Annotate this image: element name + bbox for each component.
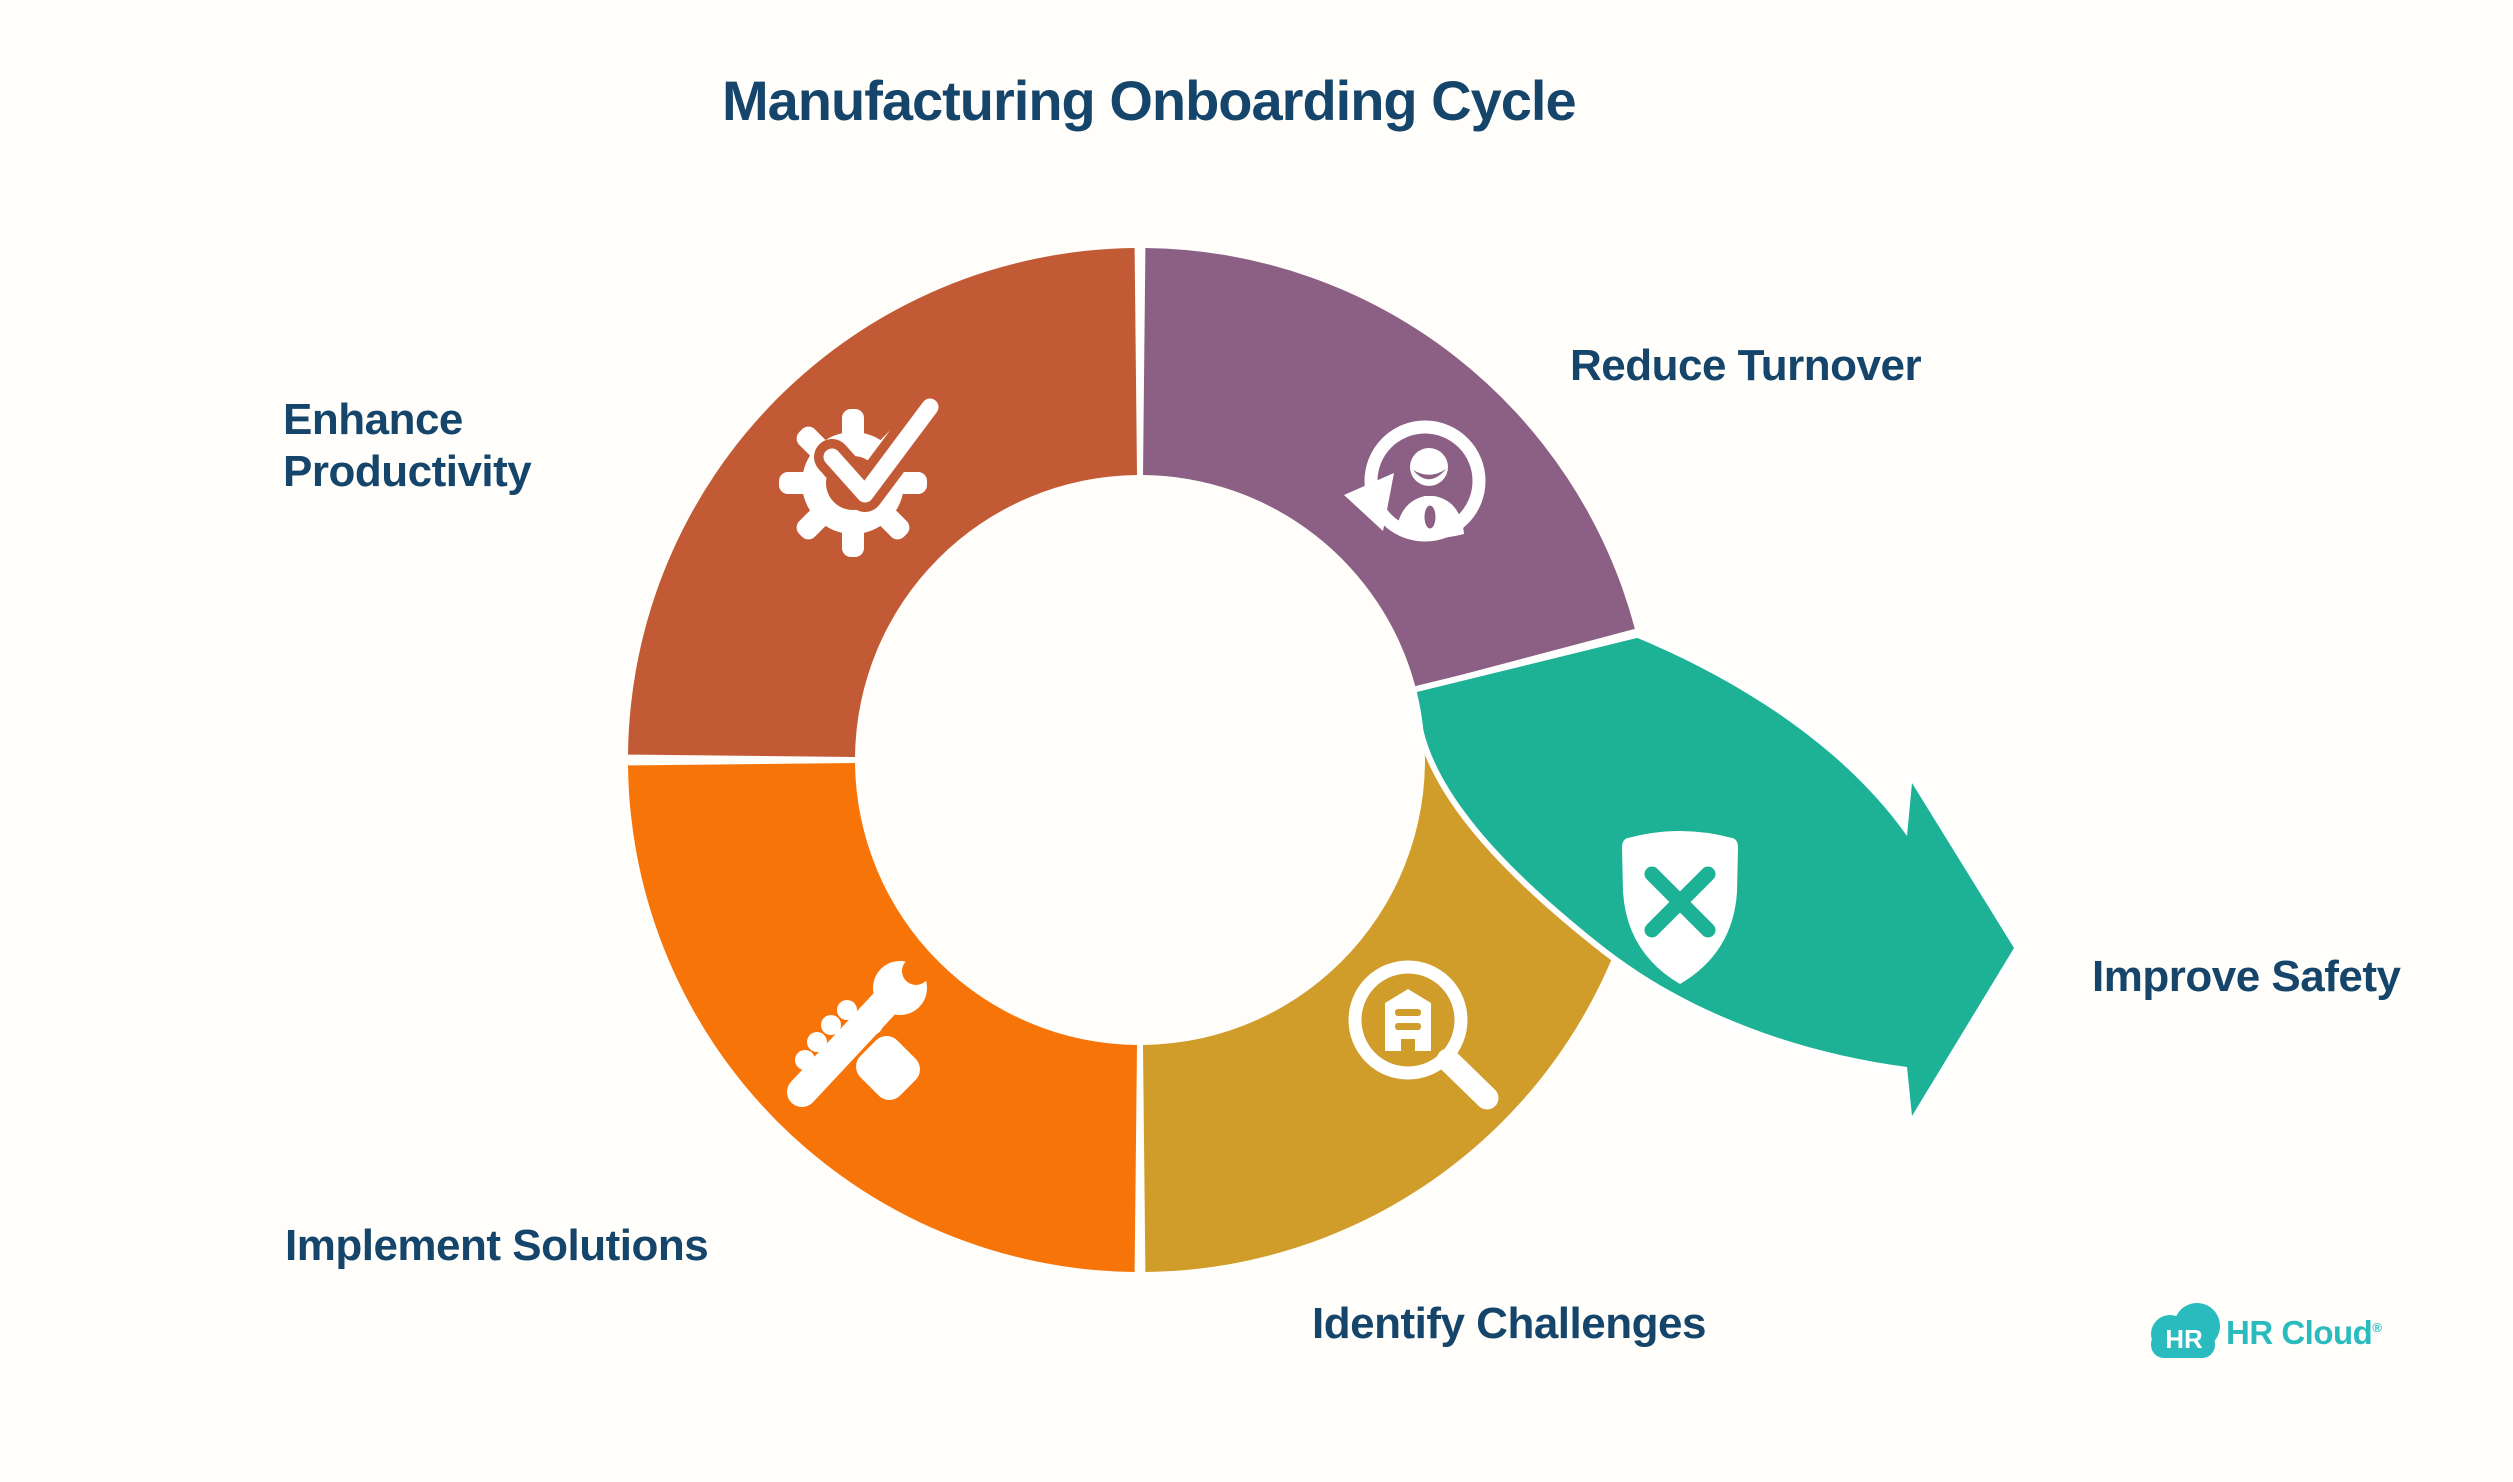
segment-reduce-turnover-arc [1143,248,1635,687]
shield-x-mark [1644,866,1716,938]
person-head [1410,448,1448,486]
wrench-notch [902,957,930,985]
person-refresh-icon [1344,420,1486,542]
cloud-base [2151,1331,2215,1358]
hr-cloud-logo-icon: HR [2151,1303,2220,1358]
magnifier-building-icon [1348,960,1499,1110]
label-identify-challenges: Identify Challenges [1312,1299,1706,1348]
knuckles [795,1000,857,1070]
cloud-hr-text: HR [2165,1324,2203,1354]
hr-cloud-wordmark-text: HR Cloud [2226,1314,2373,1351]
building-window-top [1395,1009,1421,1016]
label-enhance-productivity: Enhance Productivity [283,395,532,496]
building-shape [1385,989,1431,1051]
building-door [1401,1039,1415,1051]
person-smile [1413,469,1446,480]
thumb [861,1013,883,1035]
label-improve-safety: Improve Safety [2092,952,2401,1001]
magnifier-lens [1348,960,1468,1080]
fist-body [856,1036,920,1100]
registered-trademark: ® [2372,1320,2382,1335]
person-tie [1424,505,1436,529]
magnifier-handle [1436,1048,1499,1110]
page-title: Manufacturing Onboarding Cycle [722,69,1577,132]
building-window-bottom [1395,1023,1421,1030]
label-reduce-turnover: Reduce Turnover [1570,341,1922,390]
shield-x-icon [1622,831,1738,984]
label-implement-solutions: Implement Solutions [285,1221,709,1270]
hr-cloud-wordmark: HR Cloud® [2226,1314,2382,1352]
hand-wrench-icon [787,957,930,1107]
segment-reduce-turnover [1143,248,1635,687]
gear-check-icon [779,389,948,557]
check-mark [823,398,939,503]
refresh-arrowhead [1344,473,1394,531]
